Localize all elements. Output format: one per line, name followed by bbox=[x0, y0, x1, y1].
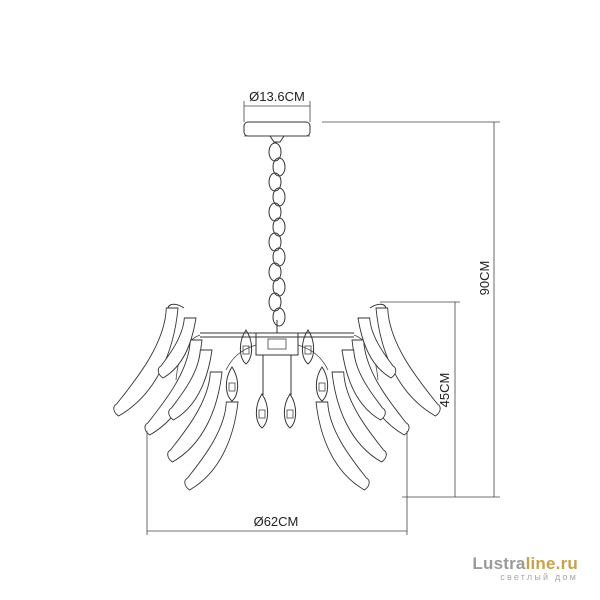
brand-name: Lustraline.ru bbox=[472, 554, 578, 574]
glass-leaves bbox=[113, 303, 441, 491]
brand-name-part2: line.ru bbox=[525, 554, 578, 573]
candle-bulb bbox=[225, 366, 239, 402]
brand-tagline: светлый дом bbox=[500, 572, 578, 582]
candle-bulb bbox=[315, 366, 329, 402]
bulb-glass bbox=[283, 393, 297, 429]
bulb-glass bbox=[255, 393, 269, 429]
canopy bbox=[243, 121, 311, 143]
glass-leaf bbox=[357, 317, 397, 379]
total-height-dimension: 90CM bbox=[322, 121, 500, 498]
bulb-socket bbox=[228, 382, 236, 392]
body-diameter-label: Ø62CM bbox=[254, 514, 299, 529]
bulb-socket bbox=[318, 382, 326, 392]
candle-bulbs bbox=[225, 329, 329, 429]
bulb-socket bbox=[242, 345, 250, 355]
brand-name-part1: Lustra bbox=[472, 554, 526, 573]
glass-leaf bbox=[167, 371, 223, 463]
body-frame bbox=[175, 332, 379, 395]
glass-leaf bbox=[157, 317, 197, 379]
bulb-glass bbox=[239, 329, 253, 365]
glass-leaf bbox=[331, 371, 387, 463]
brand-logo: Lustraline.ru светлый дом bbox=[472, 554, 578, 582]
total-height-label: 90CM bbox=[477, 261, 492, 296]
candle-bulb bbox=[301, 329, 315, 365]
bulb-socket bbox=[304, 345, 312, 355]
body-height-dimension: 45CM bbox=[380, 301, 460, 497]
chain-link bbox=[272, 307, 286, 327]
glass-leaf bbox=[315, 401, 370, 491]
bulb-glass bbox=[301, 329, 315, 365]
glass-leaf bbox=[184, 401, 239, 491]
glass-leaf bbox=[168, 349, 213, 421]
body-diameter-dimension: Ø62CM bbox=[146, 431, 408, 535]
bulb-glass bbox=[315, 366, 329, 402]
bulb-glass bbox=[225, 366, 239, 402]
canopy-diameter-dimension: Ø13.6CM bbox=[243, 89, 311, 122]
glass-leaf bbox=[341, 349, 386, 421]
candle-bulb bbox=[255, 393, 269, 429]
candle-bulb bbox=[283, 393, 297, 429]
canopy-diameter-label: Ø13.6CM bbox=[249, 89, 305, 104]
chain bbox=[268, 142, 286, 333]
bulb-socket bbox=[286, 409, 294, 419]
body-height-label: 45CM bbox=[437, 373, 452, 408]
bulb-socket bbox=[258, 409, 266, 419]
candle-bulb bbox=[239, 329, 253, 365]
